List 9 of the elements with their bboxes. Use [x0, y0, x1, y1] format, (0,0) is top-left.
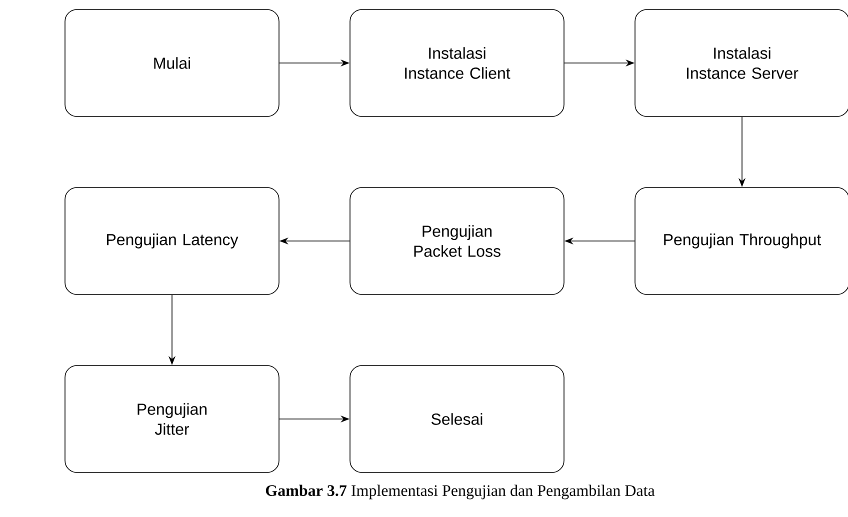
process-box: Mulai	[64, 9, 280, 117]
process-box: Instalasi Instance Server	[634, 9, 848, 117]
process-box: Pengujian Latency	[64, 187, 280, 295]
figure-caption: Gambar 3.7 Implementasi Pengujian dan Pengambilan Data	[266, 484, 655, 500]
process-box: Instalasi Instance Client	[350, 9, 564, 117]
process-box: Selesai	[350, 365, 564, 473]
process-box: Pengujian Throughput	[634, 187, 848, 295]
process-box: Pengujian Jitter	[64, 365, 280, 473]
process-box: Pengujian Packet Loss	[350, 187, 564, 295]
